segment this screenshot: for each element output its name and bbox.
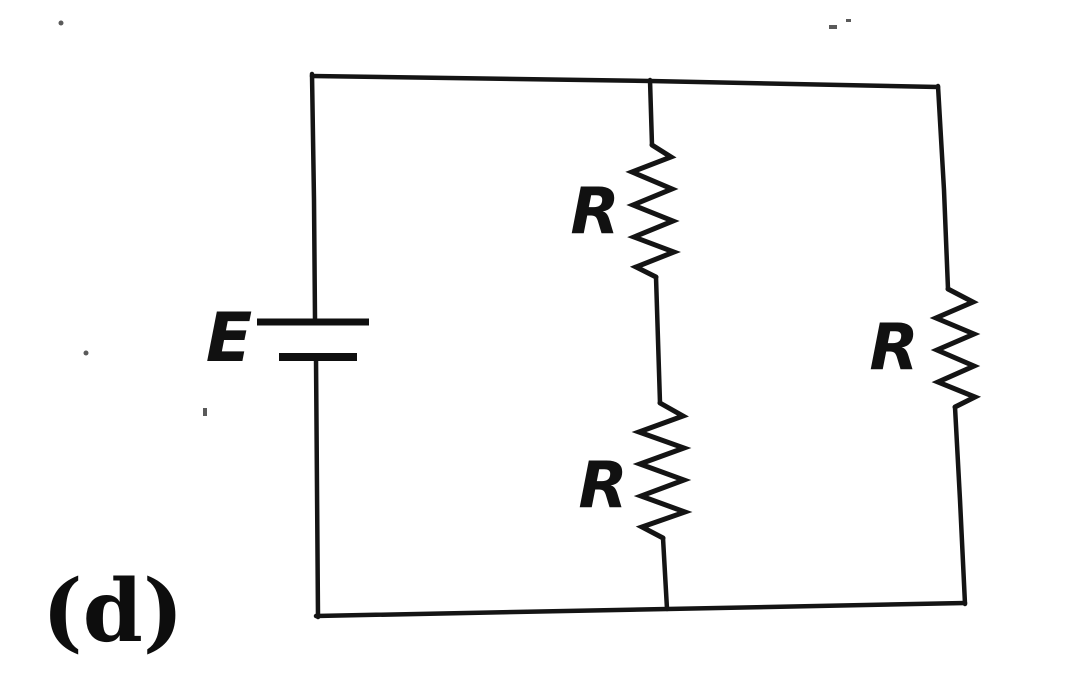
resistor-middle-upper [625, 142, 681, 280]
speck-top-left [58, 20, 64, 26]
resistor-middle-lower [631, 400, 693, 541]
middle-wire-mid [653, 274, 663, 406]
right-wire-upper [935, 83, 951, 292]
right-wire-lower [952, 404, 968, 607]
speck-top-right-2 [846, 19, 851, 22]
battery-symbol [257, 318, 369, 361]
circuit-wires [309, 71, 968, 620]
battery-label: E [206, 299, 252, 378]
speck-below-battery [203, 408, 207, 416]
left-wire-lower [313, 355, 321, 620]
resistor-label-middle-lower: R [578, 449, 627, 523]
figure-label: (d) [42, 561, 184, 662]
speck-top-right-1 [829, 25, 837, 29]
resistor-label-right: R [869, 311, 918, 385]
scan-specks [58, 19, 851, 416]
speck-left-mid [83, 350, 89, 356]
resistor-label-middle-upper: R [570, 175, 619, 249]
middle-wire-upper [647, 77, 655, 148]
top-wire [309, 73, 941, 90]
middle-wire-lower [660, 535, 670, 612]
bottom-wire [313, 600, 968, 619]
resistor-right [929, 286, 982, 410]
left-wire-upper [309, 71, 318, 322]
